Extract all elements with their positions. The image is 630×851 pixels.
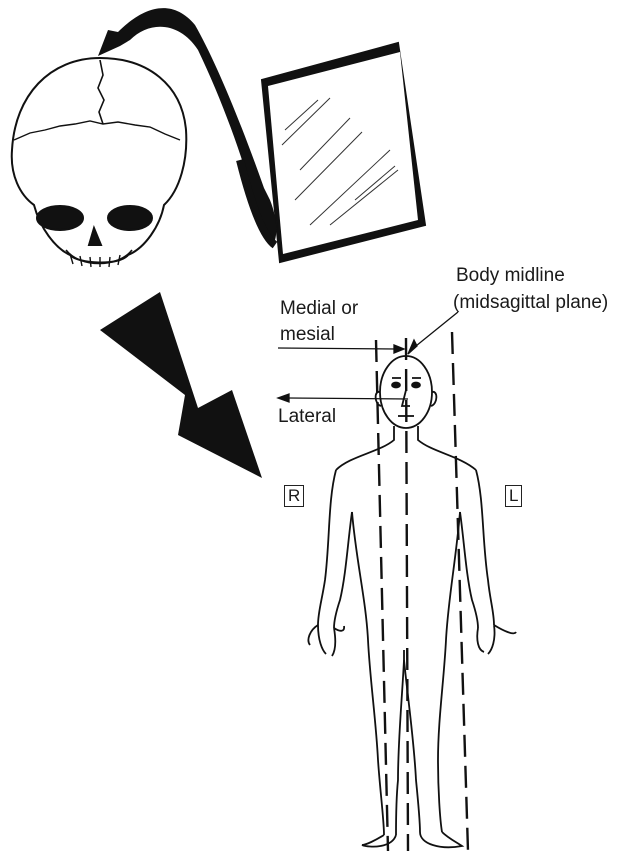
right-side-marker: R — [284, 485, 304, 507]
mirror-icon — [262, 43, 425, 262]
skull-icon — [12, 58, 187, 267]
medial-label-line1: Medial or — [280, 298, 358, 320]
lateral-label: Lateral — [278, 406, 336, 428]
medial-arrow — [278, 348, 396, 349]
human-figure-icon — [308, 356, 516, 847]
left-side-marker: L — [505, 485, 522, 507]
left-lateral-dashed-line — [452, 332, 468, 851]
midline-label-line1: Body midline — [456, 265, 565, 287]
medial-label-line2: mesial — [280, 324, 335, 346]
midline-label-line2: (midsagittal plane) — [453, 292, 608, 314]
midline-pointer-arrow — [411, 312, 458, 350]
down-arrow-icon — [100, 292, 262, 478]
